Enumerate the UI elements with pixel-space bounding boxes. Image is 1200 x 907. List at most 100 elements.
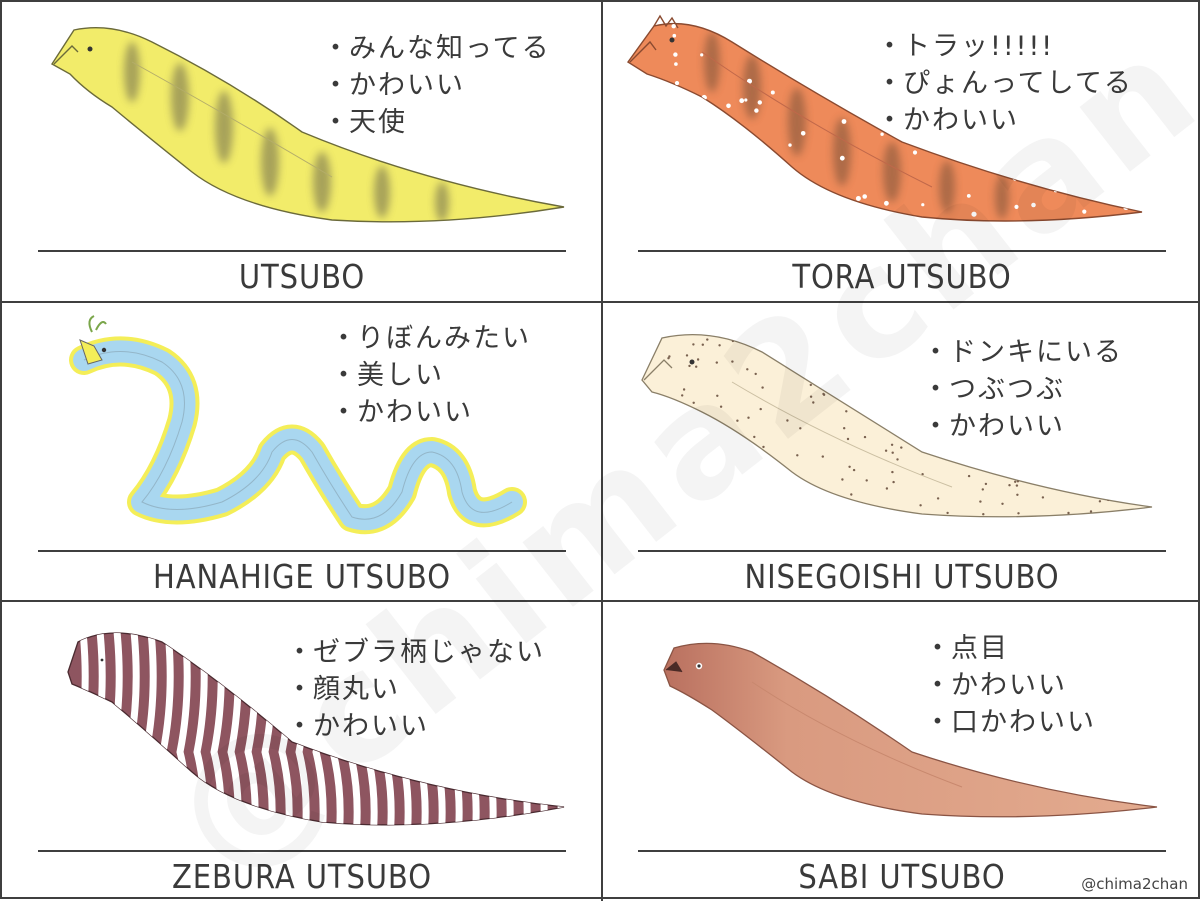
white-spot bbox=[800, 131, 806, 136]
white-spot bbox=[812, 34, 818, 41]
brown-dot bbox=[936, 497, 940, 500]
brown-dot bbox=[1089, 486, 1092, 490]
brown-dot bbox=[806, 510, 809, 513]
white-spot bbox=[1112, 180, 1117, 185]
brown-dot bbox=[981, 488, 984, 491]
brown-dot bbox=[699, 501, 702, 504]
brown-dot bbox=[974, 448, 977, 451]
brown-dot bbox=[740, 450, 743, 453]
brown-dot bbox=[1144, 439, 1147, 442]
brown-dot bbox=[697, 426, 700, 429]
brown-dot bbox=[682, 388, 686, 391]
note-item: かわいい bbox=[922, 408, 1123, 445]
white-spot bbox=[1082, 209, 1087, 214]
white-stripe bbox=[227, 633, 242, 825]
brown-dot bbox=[701, 343, 704, 346]
brown-dot bbox=[660, 501, 663, 504]
white-spot bbox=[770, 90, 775, 95]
brown-dot bbox=[676, 496, 679, 499]
note-item: みんな知ってる bbox=[322, 30, 551, 67]
brown-dot bbox=[812, 401, 815, 404]
note-item: りぼんみたい bbox=[330, 320, 531, 357]
white-spot bbox=[739, 98, 745, 104]
brown-dot bbox=[832, 514, 835, 517]
white-spot bbox=[806, 214, 812, 221]
brown-dot bbox=[668, 496, 672, 499]
brown-dot bbox=[821, 455, 824, 458]
brown-dot bbox=[843, 382, 846, 385]
brown-dot bbox=[946, 452, 950, 456]
white-spot bbox=[784, 25, 790, 31]
brown-dot bbox=[696, 358, 700, 361]
brown-dot bbox=[761, 349, 765, 352]
brown-dot bbox=[712, 470, 716, 474]
brown-dot bbox=[686, 421, 689, 424]
brown-dot bbox=[1128, 434, 1131, 437]
brown-dot bbox=[865, 479, 868, 482]
brown-dot bbox=[852, 468, 856, 472]
white-spot bbox=[841, 119, 847, 124]
brown-dot bbox=[1143, 518, 1145, 520]
brown-dot bbox=[895, 404, 898, 407]
note-item: かわいい bbox=[322, 67, 551, 104]
brown-dot bbox=[848, 465, 851, 468]
brown-dot bbox=[698, 483, 701, 486]
brown-dot bbox=[762, 445, 765, 449]
brown-dot bbox=[696, 446, 699, 449]
white-spot bbox=[710, 203, 716, 209]
notes-tora-utsubo: トラッ!!!!! ぴょんってしてる かわいい bbox=[876, 28, 1133, 139]
brown-dot bbox=[657, 442, 660, 445]
species-label-sabi-utsubo: SABI UTSUBO bbox=[638, 850, 1166, 901]
white-spot bbox=[754, 108, 759, 113]
brown-dot bbox=[646, 501, 649, 504]
white-spot bbox=[1132, 109, 1137, 113]
brown-dot bbox=[657, 411, 661, 415]
brown-dot bbox=[979, 457, 982, 460]
brown-dot bbox=[891, 470, 894, 474]
brown-dot bbox=[1132, 456, 1136, 460]
white-spot bbox=[673, 52, 678, 57]
note-item: ゼブラ柄じゃない bbox=[286, 634, 545, 671]
white-spot bbox=[656, 93, 661, 99]
white-spot bbox=[788, 143, 792, 147]
notes-sabi-utsubo: 点目 かわいい 口かわいい bbox=[924, 630, 1096, 741]
brown-dot bbox=[753, 435, 756, 439]
note-item: ぴょんってしてる bbox=[876, 65, 1133, 102]
white-spot bbox=[755, 44, 760, 49]
brown-dot bbox=[736, 419, 739, 422]
brown-dot bbox=[752, 494, 756, 497]
brown-dot bbox=[822, 392, 825, 396]
white-spot bbox=[839, 155, 845, 161]
white-spot bbox=[708, 161, 714, 166]
note-item: かわいい bbox=[876, 102, 1133, 139]
brown-dot bbox=[1014, 465, 1017, 469]
eel-illustration-sabi-utsubo bbox=[602, 602, 1200, 850]
brown-dot bbox=[976, 328, 978, 330]
brown-dot bbox=[1126, 334, 1129, 336]
brown-dot bbox=[759, 407, 762, 411]
brown-dot bbox=[737, 462, 741, 466]
brown-dot bbox=[891, 451, 894, 454]
brown-dot bbox=[919, 504, 922, 507]
brown-dot bbox=[1056, 452, 1059, 456]
brown-dot bbox=[665, 507, 668, 511]
brown-dot bbox=[1124, 442, 1128, 445]
note-item: かわいい bbox=[924, 667, 1096, 704]
white-spot bbox=[787, 68, 792, 73]
brown-dot bbox=[681, 394, 684, 397]
brown-dot bbox=[799, 427, 802, 430]
brown-dot bbox=[687, 331, 689, 333]
brown-dot bbox=[1005, 327, 1007, 329]
brown-dot bbox=[687, 469, 690, 472]
grid-divider-vertical bbox=[601, 2, 603, 901]
brown-dot bbox=[1098, 500, 1102, 503]
brown-dot bbox=[877, 377, 881, 380]
white-spot bbox=[750, 154, 754, 159]
white-spot bbox=[674, 81, 680, 86]
brown-dot bbox=[916, 388, 919, 391]
brown-dot bbox=[661, 458, 664, 462]
white-spot bbox=[692, 97, 698, 103]
white-spot bbox=[690, 108, 697, 114]
brown-dot bbox=[807, 485, 810, 488]
